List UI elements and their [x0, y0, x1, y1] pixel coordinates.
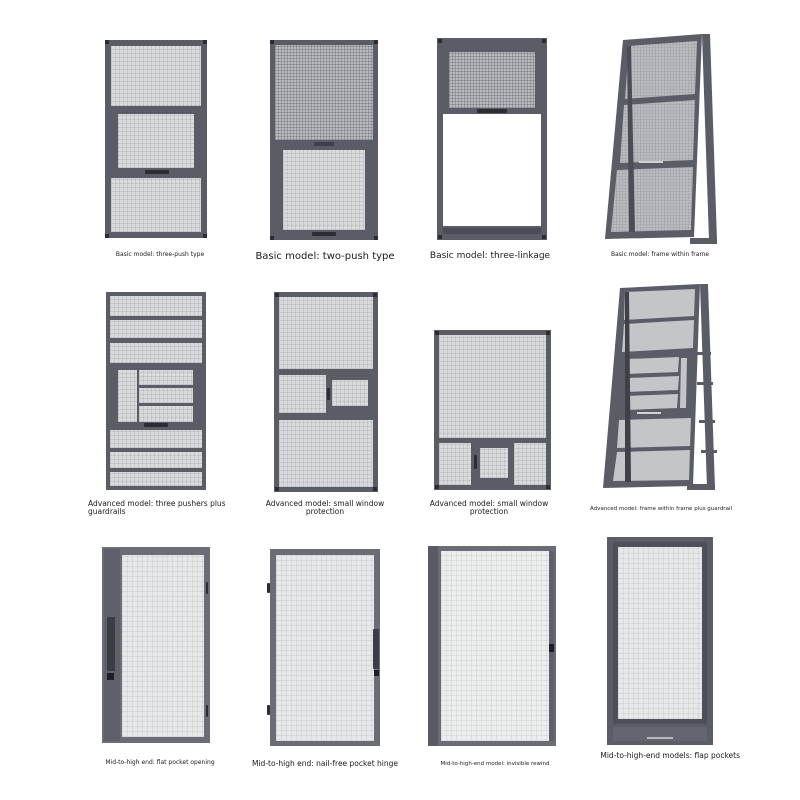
bottom-rail	[443, 228, 541, 234]
mesh-panel	[122, 555, 204, 737]
product-caption: Basic model: two-push type	[255, 251, 395, 262]
inner-sash-left	[118, 370, 137, 422]
a-frame-guardrail-illustration	[603, 284, 717, 490]
recessed-handle-icon	[107, 617, 115, 671]
mesh-panel	[276, 555, 374, 741]
rewind-cassette	[428, 546, 438, 746]
mesh-strip	[110, 472, 202, 486]
mesh-panel-top	[449, 52, 535, 108]
pocket-handle-icon	[373, 629, 379, 669]
corner-bracket-icon	[203, 40, 207, 44]
corner-bracket-icon	[105, 40, 109, 44]
product-caption: Basic model: three-linkage	[429, 251, 551, 261]
mesh-panel-bottom	[283, 150, 365, 230]
sash-handle-icon	[477, 109, 507, 113]
product-advanced-small-window-protection-a[interactable]	[274, 292, 378, 492]
open-frame-area	[443, 114, 541, 226]
product-midhigh-nail-free-pocket-hinge[interactable]	[267, 549, 380, 746]
corner-bracket-icon	[438, 235, 442, 239]
sash-handle-icon	[145, 170, 169, 174]
corner-bracket-icon	[374, 236, 378, 240]
small-window-left	[439, 443, 471, 485]
inner-sash-strip	[139, 370, 193, 385]
sash-handle-icon	[474, 455, 477, 469]
mesh-panel-middle	[118, 114, 194, 168]
small-window-right	[332, 380, 368, 406]
lock-icon	[549, 644, 554, 652]
mesh-strip	[110, 296, 202, 316]
corner-bracket-icon	[546, 485, 550, 489]
product-midhigh-flat-pocket-opening[interactable]	[102, 547, 210, 743]
hinge-icon	[267, 705, 270, 715]
sash-handle-icon	[312, 232, 336, 236]
small-window-right	[514, 443, 546, 485]
corner-bracket-icon	[542, 235, 546, 239]
corner-bracket-icon	[546, 331, 550, 335]
mesh-strip	[110, 452, 202, 468]
mesh-panel	[618, 547, 702, 719]
a-frame-window-illustration	[605, 34, 717, 244]
sash-handle-icon	[327, 388, 330, 400]
corner-bracket-icon	[275, 487, 279, 491]
corner-bracket-icon	[373, 487, 377, 491]
lock-icon	[107, 673, 114, 680]
hinge-icon	[206, 582, 208, 594]
corner-bracket-icon	[203, 234, 207, 238]
small-window-center	[480, 448, 508, 478]
mesh-panel-bottom	[111, 178, 201, 232]
inner-sash-strip	[139, 406, 193, 422]
mesh-panel-bottom	[279, 420, 373, 487]
product-caption: Mid-to-high-end models: flap pockets	[600, 751, 740, 760]
mesh-panel-top	[439, 335, 546, 438]
small-window-left	[279, 375, 326, 413]
corner-bracket-icon	[438, 39, 442, 43]
product-advanced-frame-within-frame-guardrail[interactable]	[595, 282, 720, 494]
product-caption: Advanced model: small window protection	[265, 499, 385, 517]
product-caption: Advanced model: frame within frame plus …	[590, 506, 732, 512]
mesh-panel	[441, 551, 549, 741]
product-basic-two-push[interactable]	[270, 40, 378, 240]
product-caption: Advanced model: three pushers plus guard…	[88, 499, 226, 517]
product-basic-three-push[interactable]	[105, 40, 207, 238]
corner-bracket-icon	[373, 293, 377, 297]
sash-handle-icon	[144, 423, 168, 427]
inner-sash-strip	[139, 388, 193, 403]
corner-bracket-icon	[270, 40, 274, 44]
product-caption: Advanced model: small window protection	[429, 499, 549, 517]
sash-handle-icon	[314, 142, 334, 146]
product-caption: Mid-to-high end: flat pocket opening	[105, 759, 215, 766]
corner-bracket-icon	[374, 40, 378, 44]
hinge-icon	[267, 583, 270, 593]
product-midhigh-flap-pockets[interactable]	[607, 537, 713, 745]
mesh-strip	[110, 320, 202, 338]
mesh-panel-top	[275, 45, 373, 140]
product-caption: Basic model: three-push type	[115, 251, 205, 258]
hinge-icon	[206, 705, 208, 717]
corner-bracket-icon	[542, 39, 546, 43]
corner-bracket-icon	[270, 236, 274, 240]
product-caption: Mid-to-high end: nail-free pocket hinge	[251, 759, 399, 768]
product-caption: Basic model: frame within frame	[610, 251, 709, 258]
mesh-panel-top	[279, 297, 373, 369]
product-advanced-three-pushers-guardrails[interactable]	[106, 292, 206, 490]
mesh-panel-top	[111, 46, 201, 106]
product-basic-frame-within-frame[interactable]	[595, 32, 720, 247]
mesh-strip	[110, 343, 202, 363]
corner-bracket-icon	[435, 331, 439, 335]
lock-icon	[374, 670, 379, 676]
flap-pocket-label	[647, 737, 673, 739]
product-midhigh-invisible-rewind[interactable]	[428, 546, 556, 746]
mesh-strip	[110, 430, 202, 448]
product-basic-three-linkage[interactable]	[437, 38, 547, 240]
corner-bracket-icon	[435, 485, 439, 489]
corner-bracket-icon	[275, 293, 279, 297]
corner-bracket-icon	[105, 234, 109, 238]
flap-pocket	[613, 727, 707, 741]
product-advanced-small-window-protection-b[interactable]	[434, 330, 551, 490]
product-caption: Mid-to-high-end model: invisible rewind	[440, 761, 550, 767]
